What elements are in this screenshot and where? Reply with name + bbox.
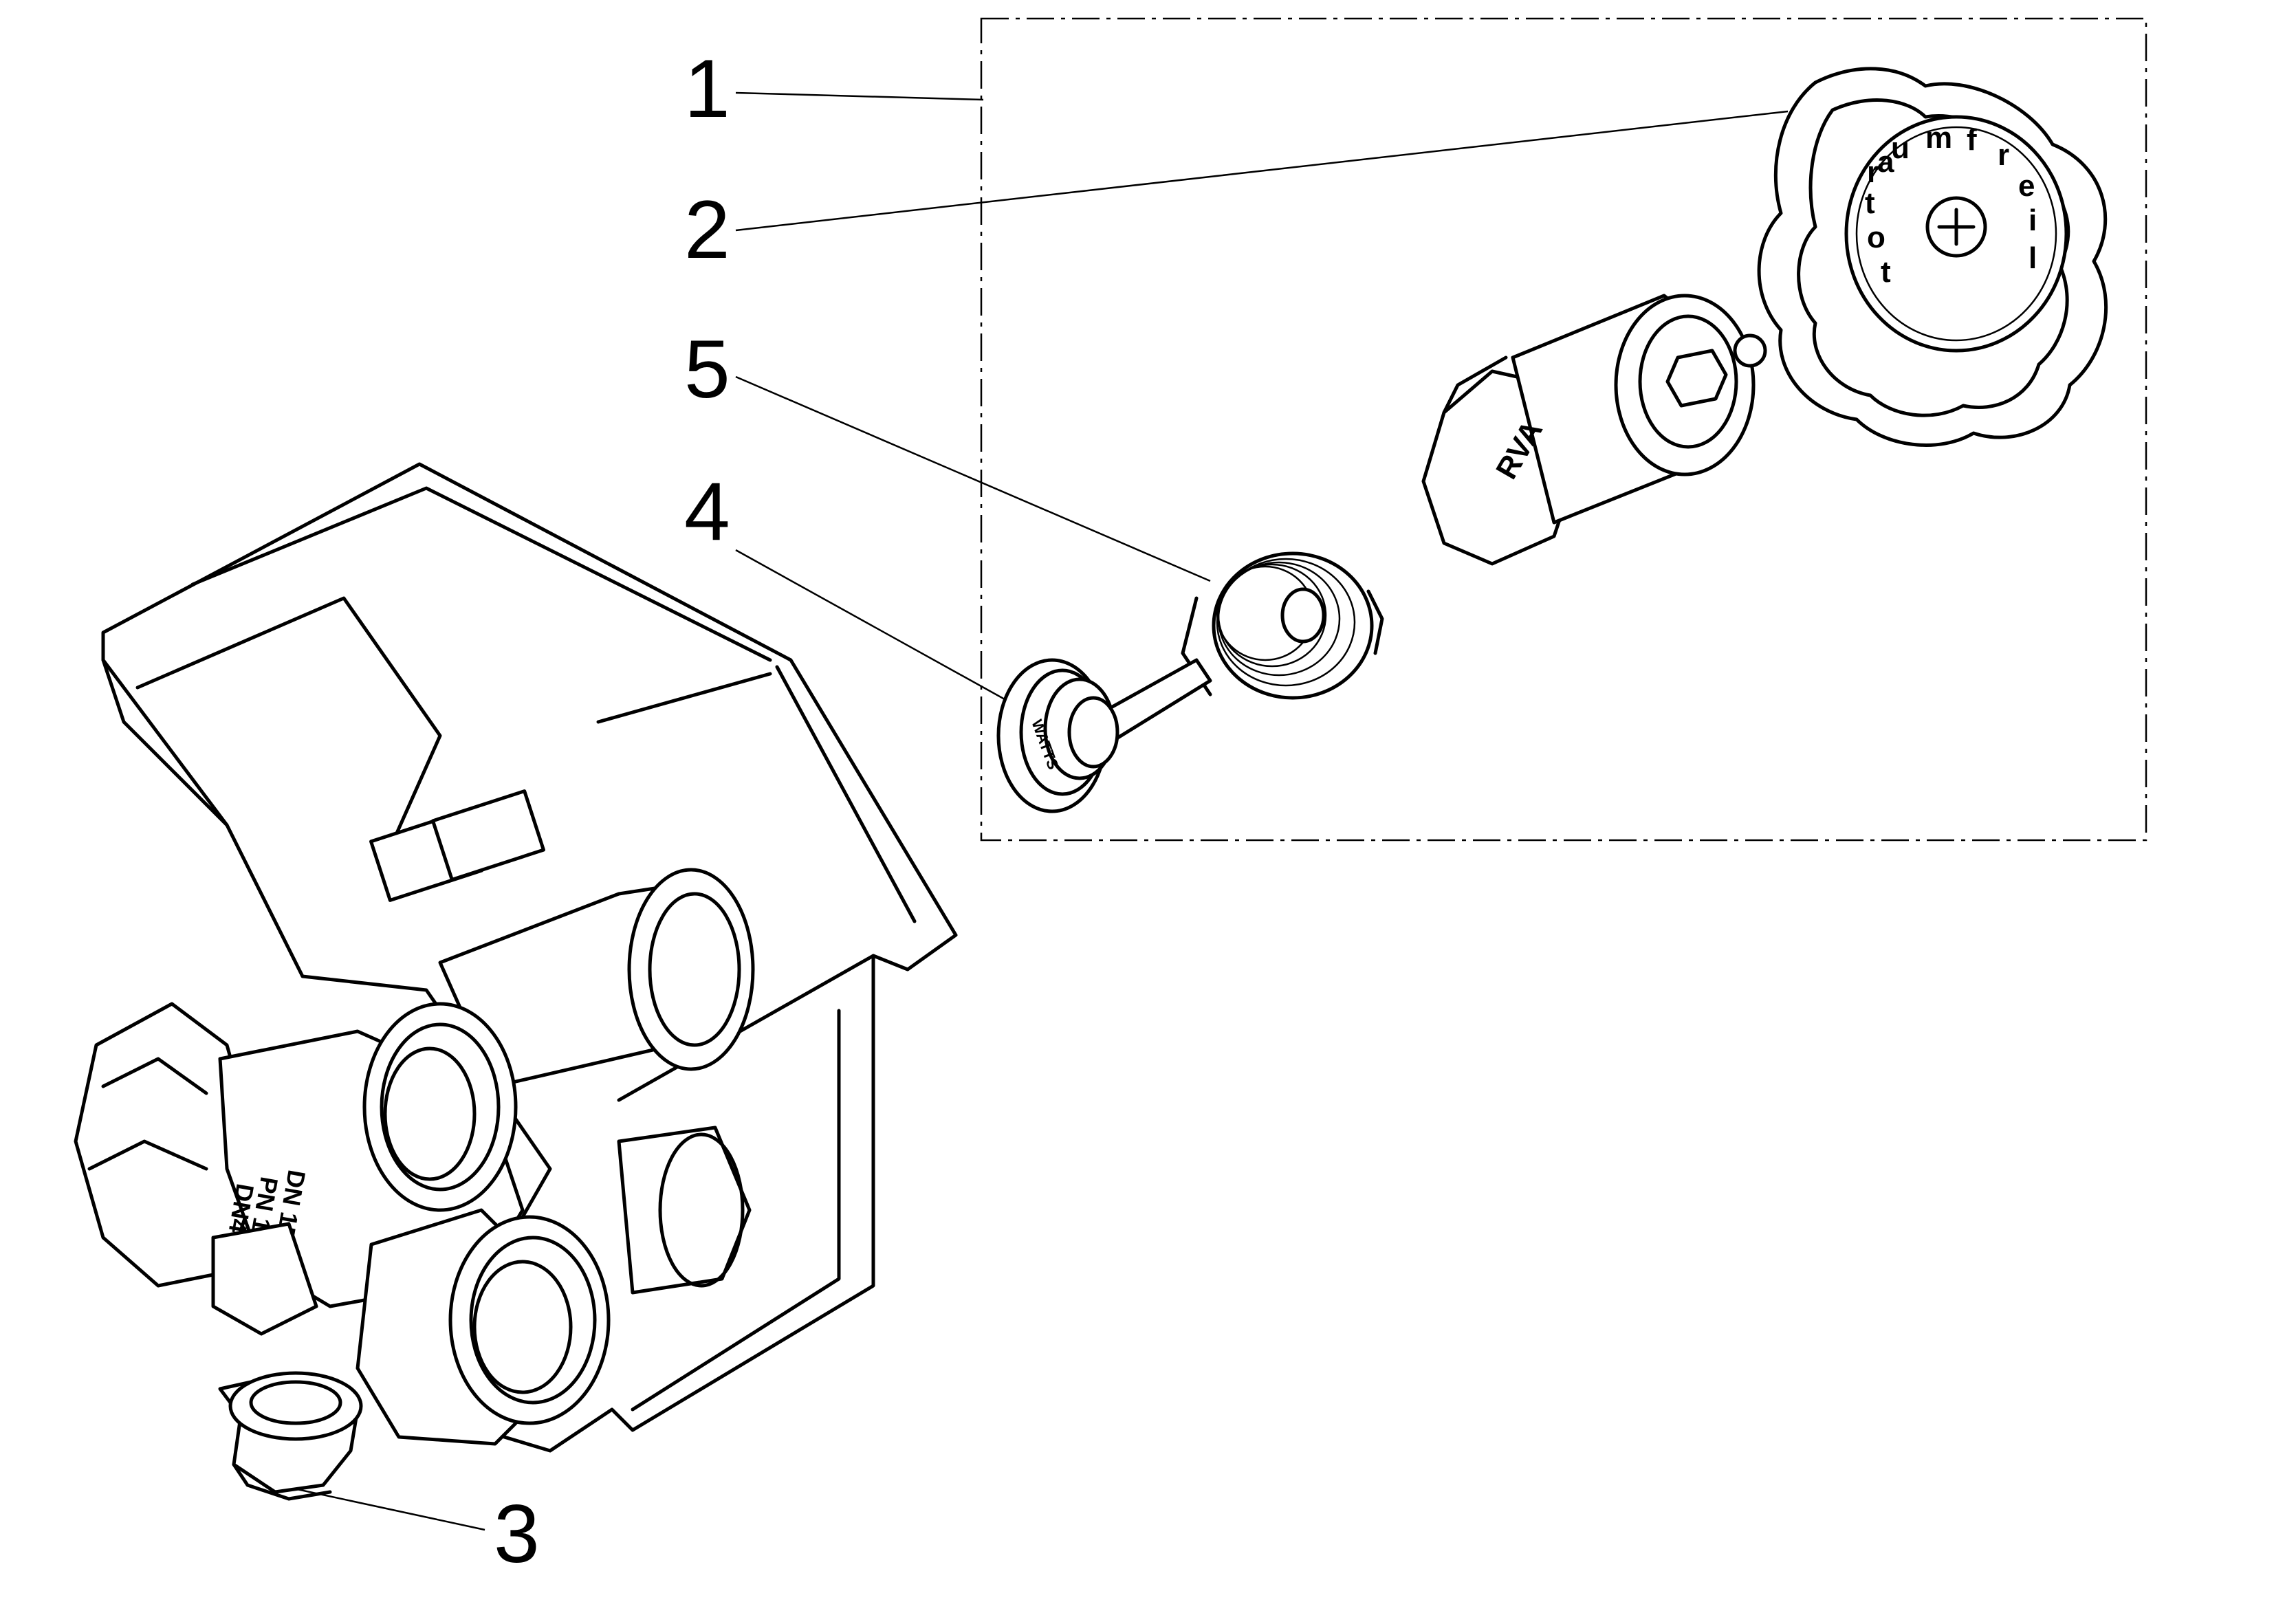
svg-text:t: t [1865, 186, 1875, 220]
valve-disc: WATTS [996, 658, 1212, 813]
callout-2: 2 [684, 184, 730, 276]
svg-text:r: r [1867, 155, 1879, 189]
callout-1: 1 [684, 43, 730, 135]
assembly-frame [980, 17, 2147, 842]
svg-text:m: m [1925, 121, 1952, 155]
handwheel-lettering: u m f r e i l t o t r a [1865, 121, 2037, 289]
drain-plug [218, 1371, 363, 1501]
leader-5 [735, 375, 1211, 582]
svg-text:e: e [2018, 169, 2035, 203]
callout-4: 4 [684, 465, 730, 558]
spring [1181, 551, 1384, 700]
svg-text:t: t [1881, 255, 1891, 289]
callout-5: 5 [684, 323, 730, 415]
svg-text:l: l [2029, 241, 2037, 275]
svg-text:i: i [2029, 204, 2037, 237]
handwheel: u m f r e i l t o t r a [1757, 67, 2108, 447]
callout-3: 3 [494, 1488, 540, 1580]
svg-text:a: a [1877, 145, 1894, 179]
leader-lines [271, 91, 1789, 1531]
svg-text:u: u [1891, 131, 1910, 165]
leader-3 [271, 1482, 485, 1531]
svg-text:o: o [1867, 221, 1885, 254]
leader-1 [735, 91, 984, 101]
leader-2 [735, 110, 1789, 232]
leader-4 [735, 549, 1012, 704]
bonnet-headpart: RVA [1421, 294, 1767, 566]
valve-body: DN 15/20 PN 10 DN4 [74, 868, 755, 1446]
svg-text:r: r [1998, 138, 2009, 172]
svg-text:f: f [1967, 123, 1977, 157]
